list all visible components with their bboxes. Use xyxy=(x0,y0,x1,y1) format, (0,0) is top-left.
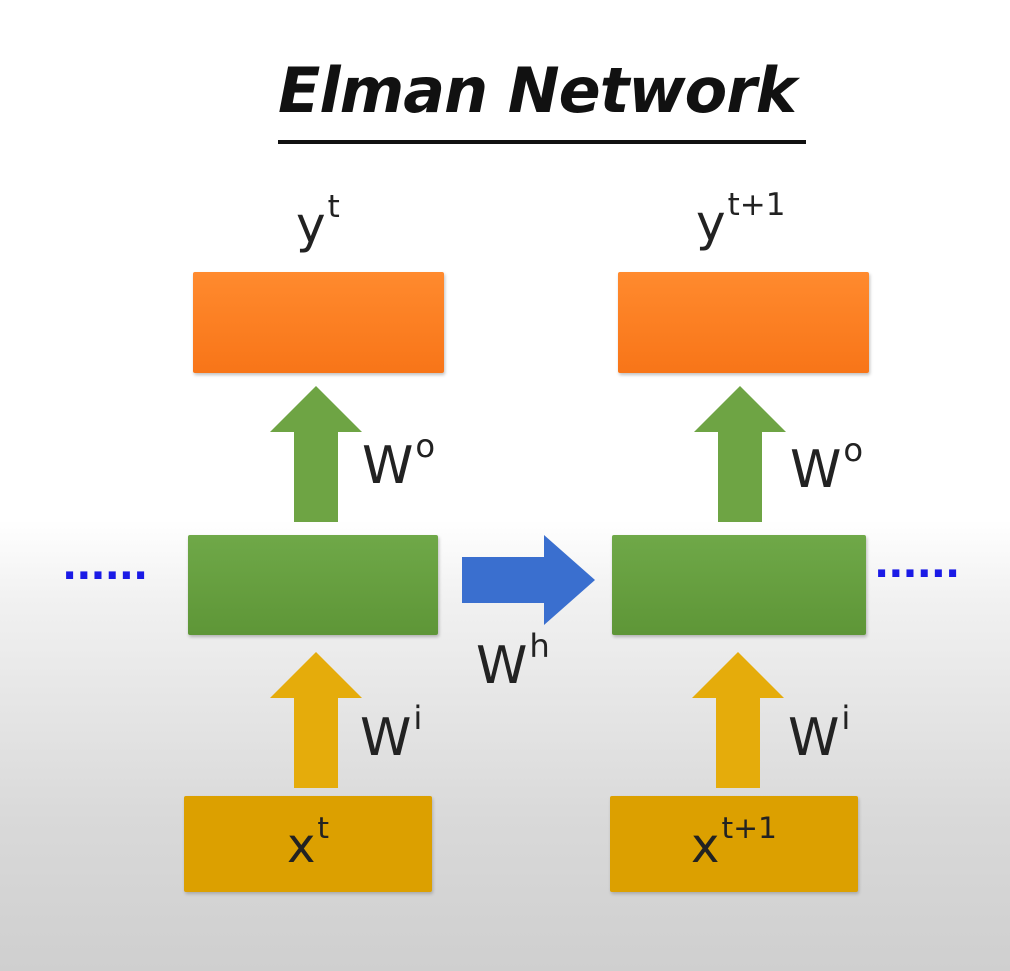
hidden-layer-t xyxy=(188,535,438,635)
input-weight-label-t: Wi xyxy=(360,699,423,768)
input-weight-label-t1: Wi xyxy=(788,699,851,768)
output-layer-t xyxy=(193,272,444,373)
output-layer-t1 xyxy=(618,272,869,373)
continuation-dots-right: ······ xyxy=(874,551,960,597)
hidden-layer-t1 xyxy=(612,535,866,635)
input-layer-t: xt xyxy=(184,796,432,892)
output-label-t1: yt+1 xyxy=(696,187,786,252)
output-weight-label-t: Wo xyxy=(362,427,436,496)
input-label-t: xt xyxy=(286,811,330,874)
output-weight-label-t1: Wo xyxy=(790,431,864,500)
output-weight-arrow-t xyxy=(270,386,362,522)
input-layer-t1: xt+1 xyxy=(610,796,858,892)
diagram-title: Elman Network xyxy=(278,54,797,127)
recurrent-weight-arrow xyxy=(462,535,595,625)
input-weight-arrow-t1 xyxy=(692,652,784,788)
output-label-t: yt xyxy=(296,189,340,254)
input-weight-arrow-t xyxy=(270,652,362,788)
output-weight-arrow-t1 xyxy=(694,386,786,522)
input-label-t1: xt+1 xyxy=(691,811,777,874)
continuation-dots-left: ······ xyxy=(62,553,148,599)
recurrent-weight-label: Wh xyxy=(476,627,550,696)
title-underline xyxy=(278,140,806,144)
